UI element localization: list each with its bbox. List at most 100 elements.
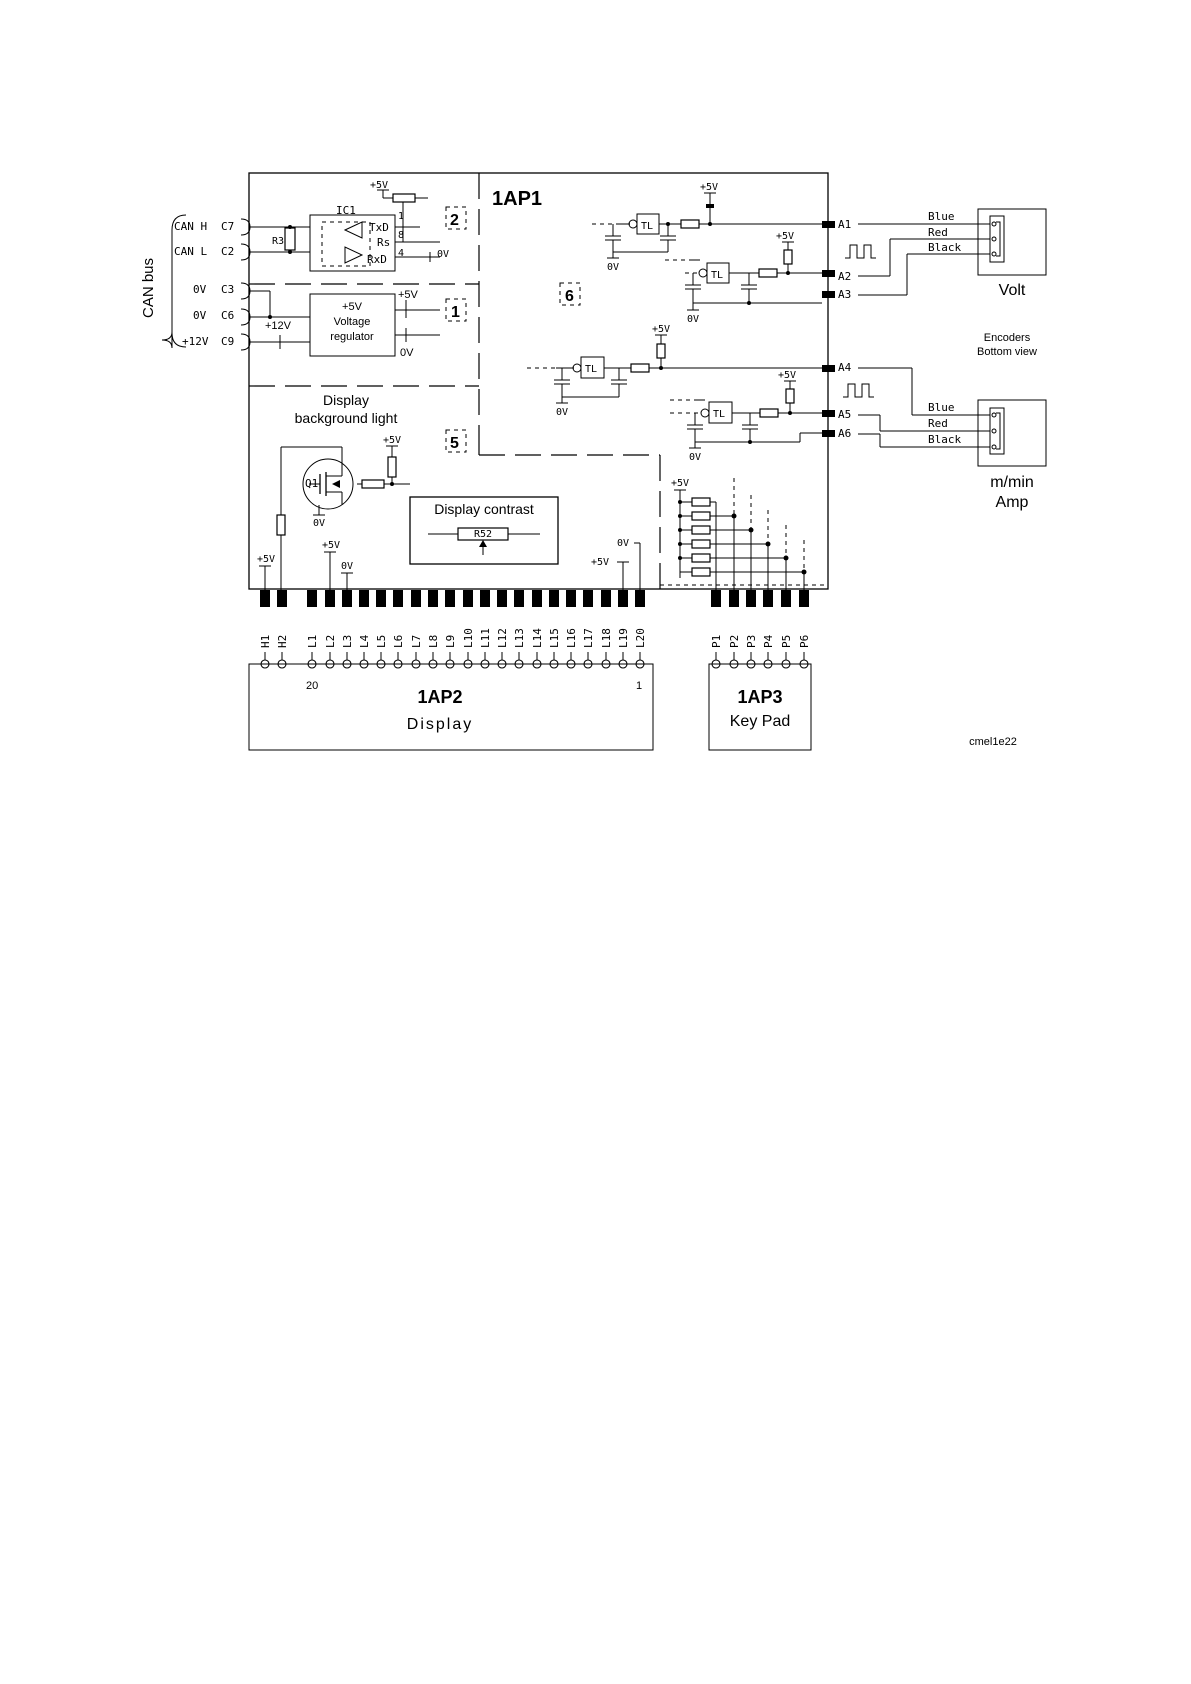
board-1ap3-keypad: 1AP3 Key Pad xyxy=(708,663,812,751)
rail-label-l20: 0V xyxy=(617,538,629,549)
ic1-transceiver: IC1 TxD Rs RxD 1 8 4 R3 +5V 0V xyxy=(250,180,449,272)
display-pad-4 xyxy=(342,590,352,607)
contrast-r52-label: R52 xyxy=(474,529,492,540)
amp-wire-black: Black xyxy=(928,433,961,446)
regulator-line-3: regulator xyxy=(330,331,374,343)
keypad-pin-label-4: P5 xyxy=(780,635,793,648)
display-pad-12 xyxy=(480,590,490,607)
pin-a6: A6 xyxy=(838,427,851,440)
display-pad-3 xyxy=(325,590,335,607)
keypad-pin-label-5: P6 xyxy=(798,635,811,648)
gate-a5-label: TL xyxy=(713,409,725,420)
can-line-pin-2: C3 xyxy=(221,283,234,296)
gate-a2-label: TL xyxy=(711,270,723,281)
section-partitions xyxy=(249,173,828,589)
display-pin-label-17: L16 xyxy=(565,628,578,648)
display-pin-label-7: L6 xyxy=(392,635,405,648)
keypad-pad-3 xyxy=(763,590,773,607)
can-line-pin-3: C6 xyxy=(221,309,234,322)
svg-text:6: 6 xyxy=(565,288,574,305)
ic1-pin-rs: Rs xyxy=(377,236,390,249)
display-pad-6 xyxy=(376,590,386,607)
voltage-regulator: +5V Voltage regulator +12V +5V 0V xyxy=(250,289,440,359)
volt-wire-blue: Blue xyxy=(928,210,955,223)
encoders-caption-1: Encoders xyxy=(984,332,1031,344)
display-pad-7 xyxy=(393,590,403,607)
keypad-pin-label-0: P1 xyxy=(710,635,723,648)
pulse-icon-volt xyxy=(845,244,876,259)
display-pin-label-14: L13 xyxy=(513,628,526,648)
display-pad-19 xyxy=(601,590,611,607)
contrast-title: Display contrast xyxy=(434,501,534,517)
display-pin-label-1: H2 xyxy=(276,635,289,648)
backlight-supply-label: +5V xyxy=(383,435,401,446)
volt-wire-black: Black xyxy=(928,241,961,254)
display-pad-17 xyxy=(566,590,576,607)
section-label-5: 5 xyxy=(445,429,467,453)
pin-pads xyxy=(260,590,809,607)
ic1-pin-rxd: RxD xyxy=(367,253,387,266)
connector-a-pins: A1 A2 A3 A4 A5 A6 xyxy=(822,218,852,440)
keypad-pad-1 xyxy=(729,590,739,607)
ic1-pin-number-8: 8 xyxy=(398,230,404,241)
display-pad-8 xyxy=(411,590,421,607)
svg-text:5: 5 xyxy=(450,435,459,452)
can-line-name-0: CAN H xyxy=(174,220,207,233)
display-pin-label-20: L19 xyxy=(617,628,630,648)
rail-label-l2: +5V xyxy=(322,540,340,551)
board-1ap1-outline xyxy=(248,172,829,590)
display-pin-label-12: L11 xyxy=(479,628,492,648)
ch-a4-ground: 0V xyxy=(556,407,568,418)
backlight-title-1: Display xyxy=(323,392,369,408)
ch-a2-supply: +5V xyxy=(776,231,794,242)
display-pin-label-21: L20 xyxy=(634,628,647,648)
backlight-ground-label: 0V xyxy=(313,518,325,529)
display-pad-14 xyxy=(514,590,524,607)
can-line-name-4: +12V xyxy=(182,335,209,348)
display-pin-label-10: L9 xyxy=(444,635,457,648)
keypad-board-subtitle: Key Pad xyxy=(730,713,790,730)
display-pin-label-4: L3 xyxy=(341,635,354,648)
can-bus-group: CAN bus CAN H C7 CAN L C2 0V C3 0V C6 +1… xyxy=(140,214,251,351)
pin-a2: A2 xyxy=(838,270,851,283)
ch-a1-ground: 0V xyxy=(607,262,619,273)
display-contrast: Display contrast R52 xyxy=(409,496,559,565)
ch-a5-supply: +5V xyxy=(778,370,796,381)
drawing-code: cmel1e22 xyxy=(969,736,1017,748)
regulator-line-1: +5V xyxy=(342,301,363,313)
display-pin-label-11: L10 xyxy=(462,628,475,648)
display-pad-18 xyxy=(583,590,593,607)
display-pad-16 xyxy=(549,590,559,607)
encoder-volt-label: Volt xyxy=(999,282,1026,299)
pin-a4: A4 xyxy=(838,361,852,374)
display-pad-2 xyxy=(307,590,317,607)
keypad-pin-label-1: P2 xyxy=(728,635,741,648)
section-label-6: 6 xyxy=(559,282,581,306)
keypad-pad-0 xyxy=(711,590,721,607)
display-pad-0 xyxy=(260,590,270,607)
display-pad-11 xyxy=(463,590,473,607)
display-pad-5 xyxy=(359,590,369,607)
regulator-input-label: +12V xyxy=(265,320,292,332)
keypad-pad-2 xyxy=(746,590,756,607)
ch-a4-supply: +5V xyxy=(652,324,670,335)
volt-wire-red: Red xyxy=(928,226,948,239)
section-label-1: 1 xyxy=(445,298,467,322)
display-pin-label-3: L2 xyxy=(324,635,337,648)
display-board-subtitle: Display xyxy=(407,716,473,733)
can-line-name-3: 0V xyxy=(193,309,207,322)
ic1-r3-label: R3 xyxy=(272,236,284,247)
display-pad-1 xyxy=(277,590,287,607)
keypad-board-name: 1AP3 xyxy=(737,687,782,707)
gate-a1-label: TL xyxy=(641,221,653,232)
svg-text:2: 2 xyxy=(450,212,459,229)
ic1-pin-number-4: 4 xyxy=(398,248,404,259)
display-pin-label-8: L7 xyxy=(410,635,423,648)
pin-leads xyxy=(260,652,809,669)
pin-a5: A5 xyxy=(838,408,851,421)
can-bus-label: CAN bus xyxy=(140,258,157,318)
display-pad-9 xyxy=(428,590,438,607)
regulator-out-label: +5V xyxy=(398,289,419,301)
